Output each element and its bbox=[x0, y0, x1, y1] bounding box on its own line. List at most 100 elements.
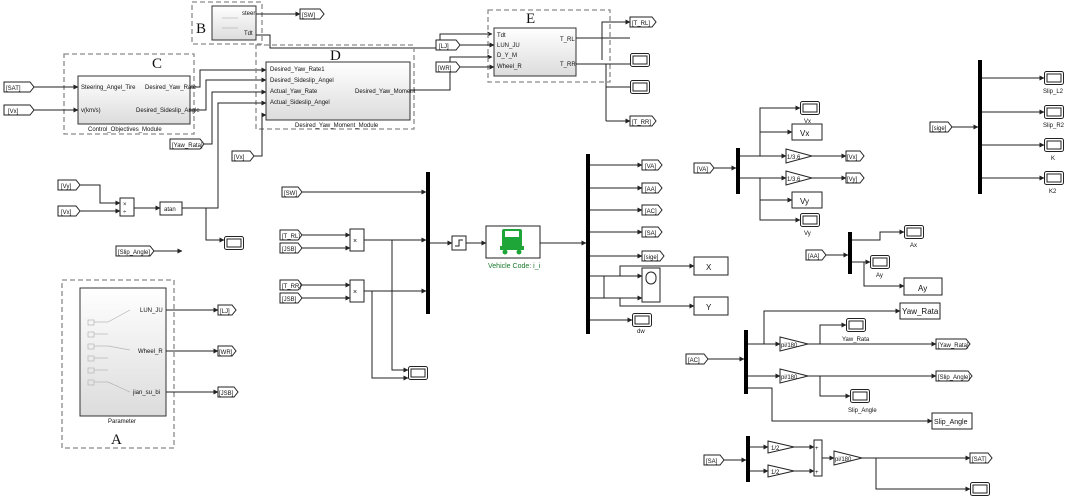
from-sw-label: [SW] bbox=[284, 191, 297, 197]
atan-label: atan bbox=[164, 207, 176, 213]
goto-vx[interactable] bbox=[845, 150, 865, 162]
group-b-frame bbox=[191, 1, 263, 45]
from-vx-mid[interactable] bbox=[57, 205, 81, 217]
from-sw[interactable] bbox=[281, 186, 303, 198]
scope-k2[interactable] bbox=[1044, 171, 1064, 185]
group-b: B steer Tdt [SW] bbox=[191, 1, 493, 49]
gain-yaw[interactable] bbox=[779, 336, 809, 352]
scope-vy[interactable] bbox=[800, 213, 820, 227]
torque-distribution-subsystem[interactable] bbox=[493, 27, 577, 77]
scope-dw[interactable] bbox=[632, 313, 652, 327]
from-vx-left[interactable] bbox=[3, 104, 35, 116]
from-va[interactable] bbox=[693, 162, 715, 174]
display-y[interactable] bbox=[693, 296, 729, 316]
parameter-subsystem[interactable] bbox=[79, 287, 167, 417]
from-ac-label: [AC] bbox=[688, 358, 700, 364]
goto-trr[interactable] bbox=[629, 115, 657, 127]
c-out-yaw: Desired_Yaw_Rate bbox=[145, 85, 197, 91]
from-sa[interactable] bbox=[703, 454, 725, 466]
scope-slip-calc[interactable] bbox=[224, 236, 244, 250]
from-aa[interactable] bbox=[805, 249, 827, 261]
from-sige[interactable] bbox=[929, 121, 953, 133]
scope-trl[interactable] bbox=[630, 53, 650, 67]
from-slip-angle[interactable] bbox=[115, 245, 155, 257]
scope-vx[interactable] bbox=[800, 101, 820, 115]
gain-half-2[interactable] bbox=[767, 464, 795, 478]
scope-trr[interactable] bbox=[630, 80, 650, 94]
display-vx[interactable] bbox=[791, 123, 823, 141]
from-vx-left-label: [Vx] bbox=[8, 109, 19, 115]
group-e-frame bbox=[487, 9, 611, 83]
from-sat-left[interactable] bbox=[3, 81, 35, 93]
gain-vy[interactable] bbox=[785, 170, 814, 186]
display-slip-angle[interactable] bbox=[931, 412, 973, 430]
display-slip-angle-label: Slip_Angle bbox=[934, 419, 968, 426]
goto-wr[interactable] bbox=[217, 345, 237, 357]
goto-sa[interactable] bbox=[641, 226, 663, 238]
goto-yaw-rata[interactable] bbox=[935, 338, 971, 350]
display-x[interactable] bbox=[693, 256, 729, 276]
goto-vx-label: [Vx] bbox=[847, 155, 858, 161]
from-ac[interactable] bbox=[685, 353, 709, 365]
demux-va[interactable] bbox=[736, 148, 740, 194]
gain-sat[interactable] bbox=[833, 450, 863, 466]
demux-sa[interactable] bbox=[746, 436, 750, 482]
goto-ac[interactable] bbox=[641, 204, 663, 216]
group-c: C Steering_Angel_Tire v(km/s) Desired_Ya… bbox=[3, 53, 267, 135]
from-jsb-2[interactable] bbox=[279, 292, 303, 304]
demux-sige[interactable] bbox=[978, 60, 982, 194]
steering-subsystem[interactable] bbox=[211, 5, 257, 41]
goto-vy[interactable] bbox=[845, 172, 865, 184]
demux-center[interactable] bbox=[586, 154, 590, 334]
goto-sige[interactable] bbox=[641, 250, 665, 262]
desired-yaw-moment-module[interactable] bbox=[265, 61, 411, 121]
goto-sw[interactable] bbox=[299, 8, 325, 20]
from-trl[interactable] bbox=[279, 229, 303, 241]
goto-trl-label: [T_RL] bbox=[632, 21, 650, 27]
divide-block[interactable] bbox=[119, 197, 135, 217]
gain-slip[interactable] bbox=[779, 368, 809, 384]
scope-slip-l2[interactable] bbox=[1044, 71, 1064, 85]
goto-va[interactable] bbox=[641, 159, 663, 171]
label-d: D bbox=[330, 48, 341, 64]
goto-lj[interactable] bbox=[217, 304, 237, 316]
goto-sat[interactable] bbox=[969, 452, 993, 464]
gain-vx[interactable] bbox=[785, 148, 814, 164]
scope-slip-angle[interactable] bbox=[850, 389, 870, 403]
a-out-jiansubi: jian_su_bi bbox=[132, 390, 160, 396]
goto-trl[interactable] bbox=[629, 16, 657, 28]
goto-ac-label: [AC] bbox=[645, 209, 657, 215]
goto-jsb[interactable] bbox=[217, 386, 239, 398]
display-ay[interactable] bbox=[903, 277, 943, 296]
mux-center[interactable] bbox=[426, 172, 430, 314]
from-jsb-1[interactable] bbox=[279, 242, 303, 254]
scope-ax[interactable] bbox=[904, 225, 924, 239]
from-yaw-rata[interactable] bbox=[169, 138, 205, 150]
from-lj[interactable] bbox=[435, 39, 461, 51]
display-vy[interactable] bbox=[791, 191, 823, 209]
scope-yaw-rata[interactable] bbox=[846, 318, 866, 332]
divide-times: × bbox=[123, 202, 127, 208]
group-d-frame bbox=[255, 44, 415, 130]
scope-torque[interactable] bbox=[408, 366, 428, 380]
gain-half-1[interactable] bbox=[767, 440, 795, 454]
scope-slip-r2[interactable] bbox=[1044, 105, 1064, 119]
demux-ac[interactable] bbox=[744, 330, 748, 394]
tdt-port-label: Tdt bbox=[244, 31, 253, 37]
from-vx-d[interactable] bbox=[231, 150, 255, 162]
scope-sat[interactable] bbox=[970, 482, 990, 496]
from-wr[interactable] bbox=[435, 61, 461, 73]
display-yaw-rata[interactable] bbox=[899, 302, 941, 320]
scope-ay[interactable] bbox=[870, 255, 890, 269]
goto-aa[interactable] bbox=[641, 182, 663, 194]
demux-aa[interactable] bbox=[848, 232, 852, 274]
scope-slip-l2-label: Slip_L2 bbox=[1043, 89, 1064, 95]
scope-slip-angle-label: Slip_Angle bbox=[848, 408, 877, 414]
from-trr[interactable] bbox=[279, 279, 303, 291]
scope-k[interactable] bbox=[1044, 138, 1064, 152]
from-vy-mid[interactable] bbox=[57, 179, 81, 191]
display-x-label: X bbox=[706, 263, 712, 272]
control-objectives-module[interactable] bbox=[77, 75, 191, 125]
goto-slip-angle[interactable] bbox=[935, 370, 973, 382]
